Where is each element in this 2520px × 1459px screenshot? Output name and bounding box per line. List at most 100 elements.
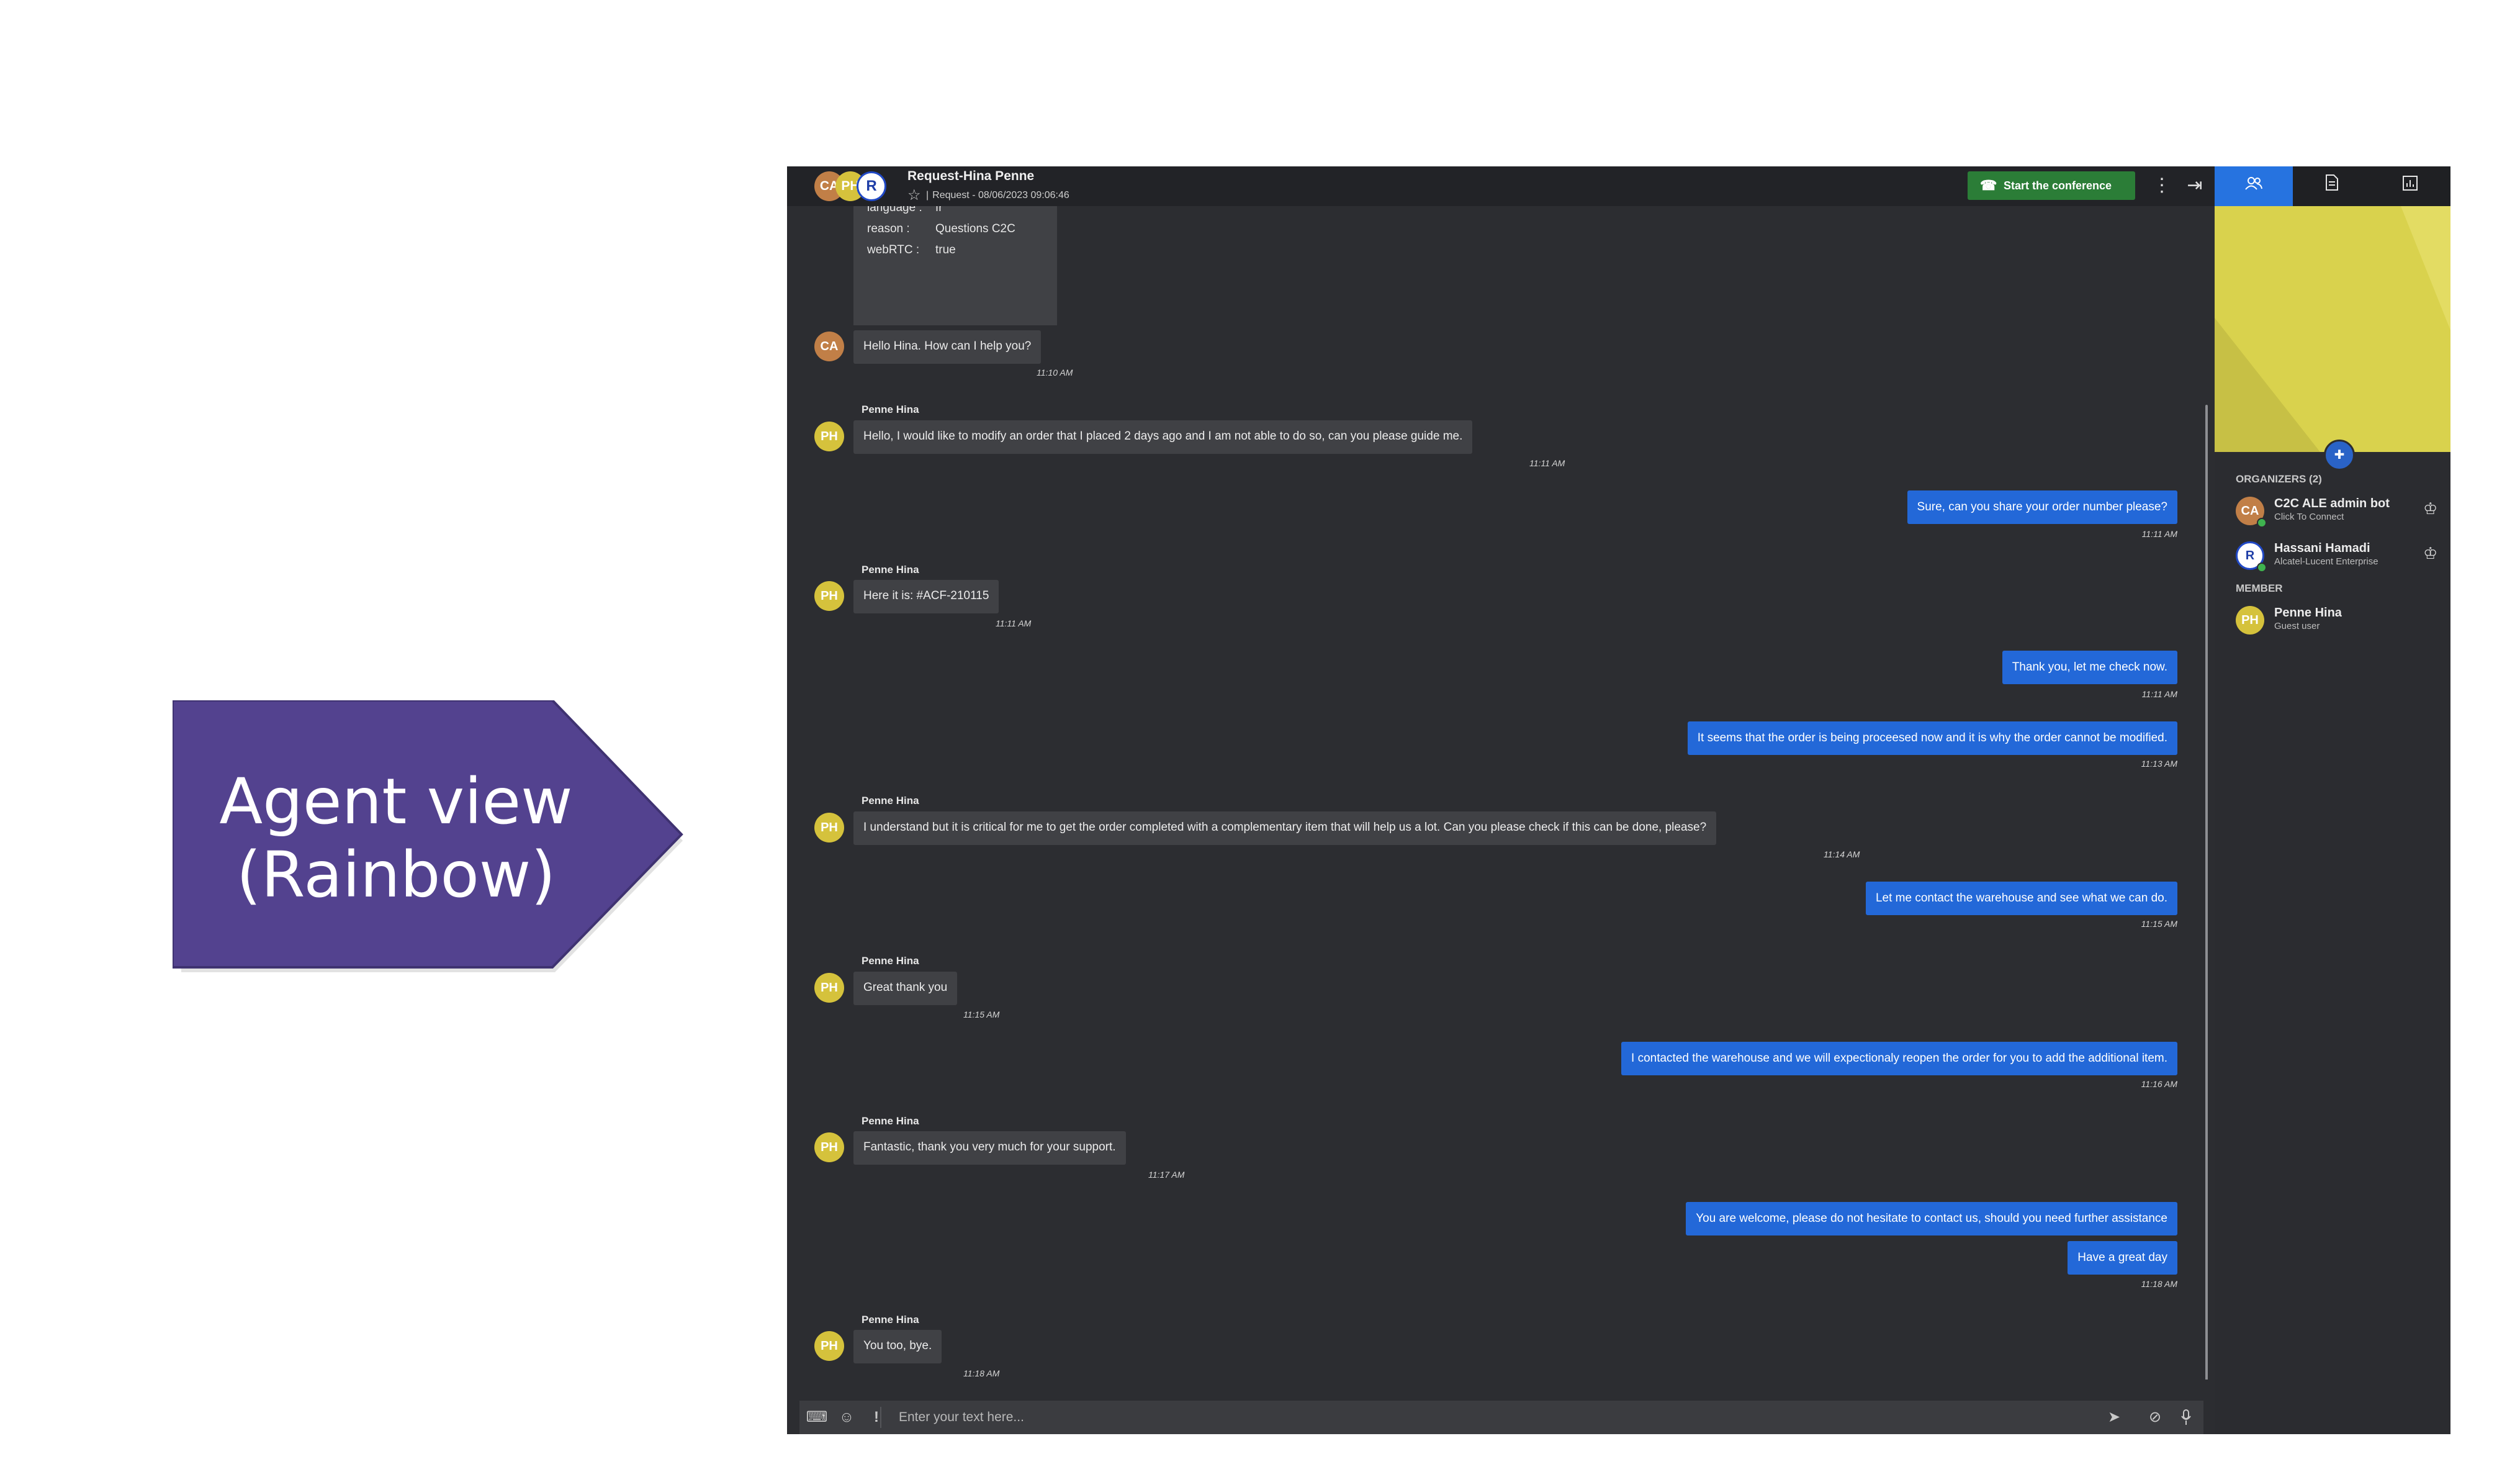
message-avatar: PH [814,1132,844,1162]
message-sender: Penne Hina [862,1314,919,1326]
crown-icon: ♔ [2423,499,2438,518]
subtitle-separator: | [926,190,929,201]
message-avatar: PH [814,1331,844,1361]
start-conference-button[interactable]: ☎ Start the conference [1968,171,2135,200]
message-bubble-incoming: I understand but it is critical for me t… [853,811,1717,845]
send-icon[interactable]: ➤ [2107,1409,2121,1425]
emoji-icon[interactable]: ☺ [839,1409,855,1425]
message-bubble-incoming: You too, bye. [853,1330,942,1363]
more-options-icon[interactable]: ⋮ [2153,175,2171,196]
member-item[interactable]: PH Penne Hina Guest user [2236,603,2447,639]
star-icon[interactable]: ☆ [907,187,921,204]
message-time: 11:16 AM [2141,1079,2177,1089]
member-name: C2C ALE admin bot [2274,497,2390,510]
message-composer: ⌨ ☺ ! ➤ ⊘ [799,1401,2203,1434]
message-sender: Penne Hina [862,404,919,415]
callout-label: Agent view (Rainbow) [173,766,619,912]
member-name: Hassani Hamadi [2274,541,2370,555]
message-input[interactable] [899,1406,2078,1429]
header-avatars: CA PH R [814,171,895,202]
conversation-subtitle: ☆ |Request - 08/06/2023 09:06:46 [907,186,1069,204]
conversation-title: Request-Hina Penne [907,169,1035,183]
message-bubble-outgoing: I contacted the warehouse and we will ex… [1621,1042,2177,1075]
organizers-heading: ORGANIZERS (2) [2236,473,2322,485]
message-avatar: CA [814,332,844,361]
exit-conversation-icon[interactable]: ⇥ [2187,175,2203,196]
composer-divider [880,1407,881,1428]
message-bubble-outgoing: You are welcome, please do not hesitate … [1686,1202,2177,1235]
message-time: 11:10 AM [1037,368,1073,377]
request-form-card: language :fr reason : Questions C2C webRT… [853,206,1057,325]
callout-line-2: (Rainbow) [236,838,556,912]
message-list[interactable]: language :fr reason : Questions C2C webRT… [787,206,2215,1380]
message-time: 11:15 AM [963,1010,1000,1019]
member-subtitle: Click To Connect [2274,512,2344,522]
message-time: 11:18 AM [963,1368,1000,1378]
documents-tab[interactable] [2293,166,2371,206]
message-sender: Penne Hina [862,955,919,967]
request-date: Request - 08/06/2023 09:06:46 [932,190,1069,201]
side-panel: ✚ ORGANIZERS (2) CA C2C ALE admin bot Cl… [2215,166,2450,1434]
avatar-rainbow[interactable]: R [857,171,886,201]
attachment-icon[interactable]: ⊘ [2148,1409,2162,1425]
side-tabs [2215,166,2450,206]
message-scrollbar[interactable] [2205,405,2208,1380]
form-value: Questions C2C [935,222,1015,235]
chart-icon [2403,176,2418,194]
add-participant-icon[interactable]: ✚ [2324,440,2355,471]
message-bubble-incoming: Fantastic, thank you very much for your … [853,1131,1126,1165]
organizer-item[interactable]: R Hassani Hamadi Alcatel-Lucent Enterpri… [2236,539,2447,575]
microphone-icon[interactable] [2174,1401,2198,1434]
message-time: 11:13 AM [2141,759,2177,769]
message-time: 11:17 AM [1148,1170,1185,1180]
message-bubble-outgoing: It seems that the order is being procees… [1687,721,2177,755]
reports-tab[interactable] [2371,166,2449,206]
message-time: 11:11 AM [1529,458,1565,468]
message-bubble-outgoing: Have a great day [2068,1241,2177,1275]
message-avatar: PH [814,973,844,1003]
message-avatar: PH [814,813,844,842]
message-time: 11:11 AM [2141,689,2177,699]
message-avatar: PH [814,422,844,451]
callout-line-1: Agent view [219,765,573,839]
message-bubble-incoming: Hello Hina. How can I help you? [853,330,1042,364]
message-sender: Penne Hina [862,1115,919,1127]
participants-tab[interactable] [2215,166,2293,206]
participants-icon [2244,177,2263,194]
organizer-item[interactable]: CA C2C ALE admin bot Click To Connect ♔ [2236,494,2447,530]
rainbow-app-window: CA PH R Request-Hina Penne ☆ |Request - 0… [787,166,2450,1434]
keyboard-icon[interactable]: ⌨ [806,1409,828,1425]
member-avatar: PH [2236,606,2264,635]
message-time: 11:11 AM [2141,529,2177,539]
member-subtitle: Alcatel-Lucent Enterprise [2274,556,2378,567]
message-bubble-incoming: Here it is: #ACF-210115 [853,580,999,613]
message-bubble-incoming: Great thank you [853,972,958,1005]
message-time: 11:18 AM [2141,1279,2177,1289]
callout-arrow: Agent view (Rainbow) [173,700,688,973]
presence-online-icon [2257,518,2267,528]
form-row-language: language :fr [867,206,943,215]
member-name: Penne Hina [2274,606,2342,620]
crown-icon: ♔ [2423,544,2438,562]
message-bubble-outgoing: Thank you, let me check now. [2002,651,2177,684]
member-heading: MEMBER [2236,582,2283,594]
conversation-banner [2215,206,2450,452]
presence-online-icon [2257,562,2267,572]
form-row-reason: reason : Questions C2C [867,222,1015,236]
start-conference-label: Start the conference [2004,179,2112,192]
message-time: 11:15 AM [2141,919,2177,929]
message-sender: Penne Hina [862,795,919,806]
form-key: language : [867,206,922,214]
form-row-webrtc: webRTC :true [867,243,956,257]
document-icon [2325,174,2339,194]
message-bubble-incoming: Hello, I would like to modify an order t… [853,420,1473,454]
chat-pane: CA PH R Request-Hina Penne ☆ |Request - 0… [787,166,2215,1434]
message-bubble-outgoing: Sure, can you share your order number pl… [1907,490,2177,524]
form-key: reason : [867,222,910,235]
member-avatar: R [2236,541,2264,570]
message-time: 11:11 AM [996,618,1032,628]
urgent-icon[interactable]: ! [874,1409,879,1425]
form-value: true [935,243,956,256]
message-time: 11:14 AM [1824,849,1860,859]
message-sender: Penne Hina [862,564,919,576]
